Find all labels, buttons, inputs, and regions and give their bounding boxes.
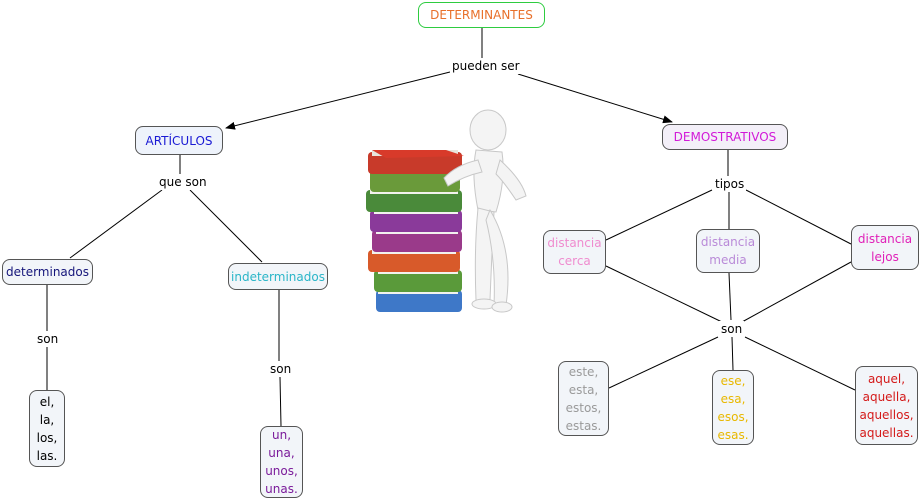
node-articulos: ARTÍCULOS (135, 126, 223, 155)
node-indeterminados-label: indeterminados (231, 269, 325, 284)
node-determinados-label: determinados (5, 265, 89, 279)
node-line: las. (36, 448, 58, 463)
node-articulos-determinados-list: el, la, los, las. (29, 390, 65, 467)
node-line: este, (568, 364, 599, 379)
node-determinados: determinados (2, 259, 93, 285)
person-leaning-on-books-icon (366, 109, 527, 313)
node-line: el, (39, 394, 55, 409)
node-articulos-indeterminados-list: un, una, unos, unas. (260, 426, 303, 498)
node-cerca-words: este, esta, estos, estas. (558, 361, 609, 436)
node-line: esta, (568, 382, 599, 397)
node-line: cerca (558, 254, 591, 268)
node-line: una, (268, 446, 295, 460)
link-son-demostrativos: son (719, 321, 745, 337)
node-line: unos, (265, 464, 298, 478)
node-line: unas. (265, 482, 298, 496)
node-line: distancia (547, 236, 602, 250)
link-pueden-ser: pueden ser (450, 58, 522, 74)
node-line: estas. (565, 418, 602, 433)
node-line: esa, (720, 391, 746, 406)
node-line: aquella, (862, 389, 911, 404)
node-demostrativos-label: DEMOSTRATIVOS (673, 130, 777, 144)
node-distancia-lejos: distancia lejos (851, 225, 919, 270)
node-indeterminados: indeterminados (228, 263, 328, 290)
node-line: esas. (717, 427, 749, 442)
node-line: lejos (871, 249, 899, 264)
node-line: media (709, 253, 747, 267)
link-son-determinados: son (35, 331, 61, 347)
node-line: esos, (717, 409, 749, 424)
link-que-son: que son (157, 174, 209, 190)
node-line: distancia (857, 231, 913, 246)
node-determinantes-label: DETERMINANTES (430, 8, 533, 22)
node-determinantes: DETERMINANTES (418, 2, 545, 28)
node-line: aquellas. (859, 425, 914, 440)
node-line: la, (39, 412, 55, 427)
node-line: aquellos, (859, 407, 914, 422)
node-line: un, (271, 428, 292, 442)
node-line: distancia (700, 235, 756, 249)
node-media-words: ese, esa, esos, esas. (712, 370, 754, 445)
node-distancia-media: distancia media (696, 229, 760, 273)
node-line: aquel, (867, 371, 906, 386)
node-line: estos, (565, 400, 602, 415)
node-line: ese, (720, 373, 746, 388)
node-articulos-label: ARTÍCULOS (145, 133, 213, 148)
link-son-indeterminados: son (268, 361, 294, 377)
node-demostrativos: DEMOSTRATIVOS (662, 124, 788, 150)
node-line: los, (36, 430, 58, 445)
node-distancia-cerca: distancia cerca (543, 230, 606, 274)
link-tipos: tipos (713, 176, 747, 192)
node-lejos-words: aquel, aquella, aquellos, aquellas. (855, 366, 918, 445)
